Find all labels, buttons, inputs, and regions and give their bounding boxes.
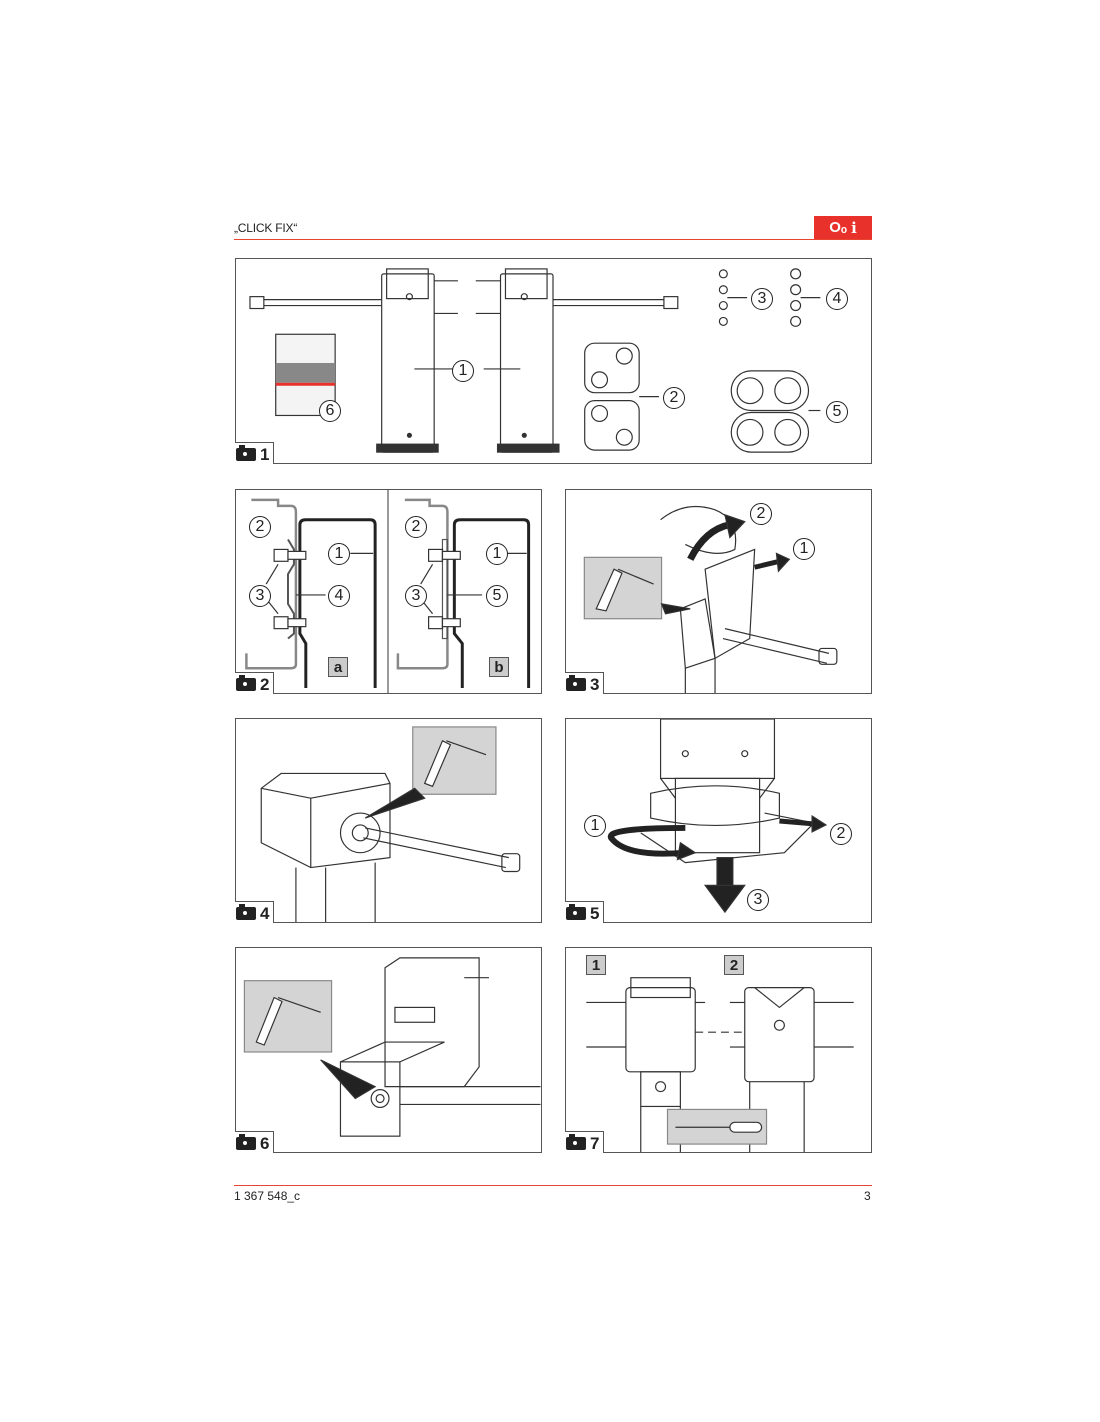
key-icon: Oₒ — [829, 219, 848, 236]
callout-5: 5 — [486, 585, 508, 607]
foot-plate-removal-illustration — [607, 719, 828, 914]
figure-label: 7 — [565, 1131, 605, 1153]
figure-label: 4 — [235, 901, 275, 923]
figure-label: 1 — [235, 442, 275, 464]
figure-label: 5 — [565, 901, 605, 923]
callout-2: 2 — [405, 516, 427, 538]
figure-2: 2 1 3 4 2 1 3 5 a b 2 — [235, 489, 542, 694]
callout-1: 1 — [793, 538, 815, 560]
callout-3: 3 — [405, 585, 427, 607]
callout-4: 4 — [328, 585, 350, 607]
figure-label: 3 — [565, 672, 605, 694]
figure-3: 2 1 3 — [565, 489, 872, 694]
footer-divider — [234, 1185, 872, 1186]
figure-5: 1 2 3 5 — [565, 718, 872, 923]
callout-1: 1 — [328, 543, 350, 565]
parts-overview-illustration — [249, 268, 821, 453]
release-lever-illustration — [583, 505, 838, 693]
callout-2: 2 — [249, 516, 271, 538]
tube-lubrication-illustration — [243, 957, 541, 1137]
callout-2: 2 — [750, 503, 772, 525]
lubrication-point-illustration — [260, 726, 521, 922]
callout-2: 2 — [830, 823, 852, 845]
camera-icon — [566, 1134, 586, 1150]
section-badge: Oₒ i — [814, 216, 872, 239]
screw-adjustment-illustration — [586, 977, 854, 1152]
figure-1: 1 2 3 4 5 6 1 — [235, 258, 872, 464]
document-title: „CLICK FIX“ — [234, 221, 298, 235]
figure-6: 6 — [235, 947, 542, 1153]
figure-4: 4 — [235, 718, 542, 923]
figure-7: 1 2 7 — [565, 947, 872, 1153]
step-1-label: 1 — [586, 955, 606, 975]
callout-1: 1 — [584, 815, 606, 837]
callout-1: 1 — [452, 360, 474, 382]
step-2-label: 2 — [724, 955, 744, 975]
camera-icon — [236, 675, 256, 691]
callout-4: 4 — [826, 288, 848, 310]
camera-icon — [236, 904, 256, 920]
camera-icon — [566, 675, 586, 691]
camera-icon — [236, 1134, 256, 1150]
camera-icon — [566, 904, 586, 920]
callout-3: 3 — [249, 585, 271, 607]
callout-5: 5 — [826, 401, 848, 423]
info-icon: i — [851, 218, 857, 237]
mounting-cross-section-illustration — [245, 490, 531, 693]
variant-b-label: b — [489, 657, 509, 677]
camera-icon — [236, 445, 256, 461]
document-number: 1 367 548_c — [234, 1189, 301, 1203]
callout-3: 3 — [751, 288, 773, 310]
figure-label: 2 — [235, 672, 275, 694]
callout-2: 2 — [663, 387, 685, 409]
variant-a-label: a — [328, 657, 348, 677]
figure-label: 6 — [235, 1131, 275, 1153]
callout-6: 6 — [319, 400, 341, 422]
callout-3: 3 — [747, 889, 769, 911]
header-divider — [234, 239, 872, 240]
callout-1: 1 — [486, 543, 508, 565]
page-number: 3 — [864, 1189, 871, 1203]
